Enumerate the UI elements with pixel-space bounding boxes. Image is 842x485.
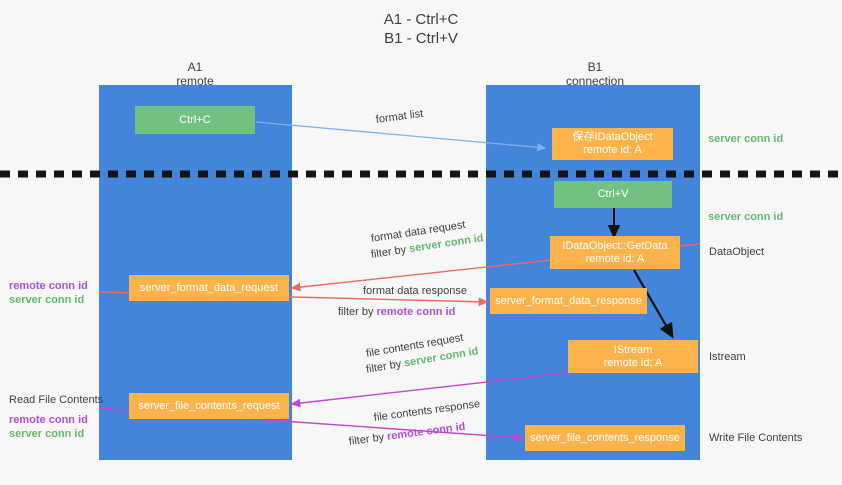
edge-label-fcreq-filter-prefix: filter by bbox=[365, 357, 406, 376]
box-save-idataobject-line2: remote id: A bbox=[583, 144, 642, 156]
side-label-istream: Istream bbox=[709, 351, 746, 363]
box-idataobject-getdata[interactable]: IDataObject::GetData remote id: A bbox=[550, 236, 680, 269]
box-server-file-contents-response-label: server_file_contents_response bbox=[530, 431, 680, 444]
box-save-idataobject[interactable]: 保存IDataObject remote id: A bbox=[552, 128, 673, 160]
edge-label-format-data-response-filter: filter by remote conn id bbox=[338, 305, 455, 319]
box-getdata-line1: IDataObject::GetData bbox=[562, 239, 668, 252]
edge-label-format-data-response-text: format data response bbox=[363, 285, 467, 297]
edge-label-fdreq-filter-prefix: filter by bbox=[370, 243, 411, 261]
diagram-title: A1 - Ctrl+C B1 - Ctrl+V bbox=[0, 10, 842, 48]
title-line-2: B1 - Ctrl+V bbox=[384, 30, 458, 47]
side-label-remote-conn-id-bottom: remote conn id bbox=[9, 414, 88, 426]
edge-label-fdresp-filter-prefix: filter by bbox=[338, 306, 377, 318]
side-label-server-conn-id-bottom: server conn id bbox=[9, 428, 85, 440]
box-server-format-data-response-label: server_format_data_response bbox=[495, 294, 642, 307]
side-label-server-conn-id-left-mid: server conn id bbox=[9, 294, 85, 306]
box-server-file-contents-request[interactable]: server_file_contents_request bbox=[129, 393, 289, 419]
box-istream[interactable]: IStream remote id: A bbox=[568, 340, 698, 373]
side-label-remote-conn-id-mid: remote conn id bbox=[9, 280, 88, 292]
title-line-1: A1 - Ctrl+C bbox=[383, 11, 459, 28]
side-label-server-conn-id-mid: server conn id bbox=[708, 211, 784, 223]
box-ctrl-v-label: Ctrl+V bbox=[597, 188, 629, 200]
box-ctrl-v[interactable]: Ctrl+V bbox=[554, 181, 672, 208]
box-server-file-contents-request-label: server_file_contents_request bbox=[138, 399, 280, 412]
side-label-read-file-contents: Read File Contents bbox=[9, 394, 104, 406]
edge-label-fdresp-filter-value: remote conn id bbox=[376, 306, 456, 318]
box-ctrl-c-label: Ctrl+C bbox=[179, 113, 211, 126]
edge-label-fcresp-filter-value: remote conn id bbox=[386, 420, 467, 443]
box-server-format-data-request[interactable]: server_format_data_request bbox=[129, 275, 289, 301]
edge-label-file-contents-response-filter: filter by remote conn id bbox=[348, 420, 466, 449]
column-header-b1: B1 connection bbox=[495, 60, 695, 88]
edge-label-fcresp-text: file contents response bbox=[373, 398, 481, 424]
box-server-file-contents-response[interactable]: server_file_contents_response bbox=[525, 425, 685, 451]
box-ctrl-c[interactable]: Ctrl+C bbox=[135, 106, 255, 134]
box-save-idataobject-line1: 保存IDataObject bbox=[572, 131, 653, 143]
edge-label-format-list: format list bbox=[375, 107, 424, 127]
edge-label-format-list-text: format list bbox=[375, 107, 424, 126]
box-istream-line2: remote id: A bbox=[603, 356, 663, 369]
edge-label-file-contents-response: file contents response bbox=[373, 397, 481, 425]
column-a1-role: remote bbox=[176, 74, 214, 88]
box-istream-line1: IStream bbox=[613, 343, 653, 356]
box-server-format-data-request-label: server_format_data_request bbox=[139, 281, 279, 294]
side-label-server-conn-id-top: server conn id bbox=[708, 133, 784, 145]
column-b1-name: B1 bbox=[587, 60, 603, 74]
box-server-format-data-response[interactable]: server_format_data_response bbox=[490, 288, 647, 314]
edge-label-format-data-response: format data response bbox=[363, 284, 467, 298]
column-b1-role: connection bbox=[565, 74, 625, 88]
box-getdata-line2: remote id: A bbox=[585, 252, 645, 265]
side-label-dataobject: DataObject bbox=[709, 246, 765, 258]
column-a1-name: A1 bbox=[187, 60, 203, 74]
column-header-a1: A1 remote bbox=[95, 60, 295, 88]
side-label-write-file-contents: Write File Contents bbox=[709, 432, 803, 444]
edge-label-fcresp-filter-prefix: filter by bbox=[348, 430, 388, 448]
